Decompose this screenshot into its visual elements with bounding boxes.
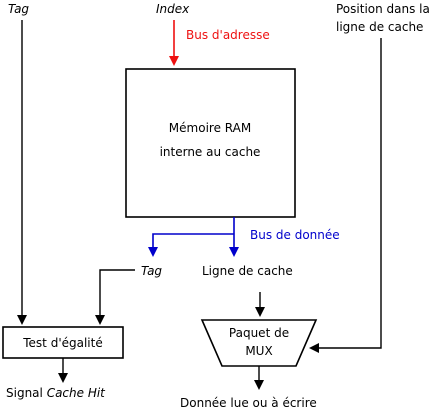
ram-label-line2: interne au cache — [160, 145, 261, 159]
cache-line-label: Ligne de cache — [202, 264, 293, 278]
ram-box — [125, 68, 296, 218]
data-output-label: Donnée lue ou à écrire — [180, 396, 317, 410]
equality-test-label: Test d'égalité — [22, 336, 102, 350]
data-bus-label: Bus de donnée — [250, 228, 340, 242]
equality-test-box — [2, 326, 124, 359]
mux-shape — [200, 319, 318, 367]
cache-hit-signal: Signal Cache Hit — [6, 386, 106, 400]
position-wire — [309, 38, 382, 353]
data-bus-arrow-tag — [148, 233, 234, 257]
ram-label-line1: Mémoire RAM — [169, 121, 251, 135]
tag-input-label: Tag — [8, 2, 29, 16]
address-bus-label: Bus d'adresse — [186, 28, 270, 42]
position-label-line1: Position dans la — [336, 2, 430, 16]
mux-label-line1: Paquet de — [229, 326, 289, 340]
position-label-line2: ligne de cache — [336, 20, 423, 34]
tag-stored-label: Tag — [141, 264, 162, 278]
index-input-label: Index — [156, 2, 190, 16]
mux-label-line2: MUX — [245, 344, 272, 358]
stored-tag-wire — [95, 269, 135, 325]
